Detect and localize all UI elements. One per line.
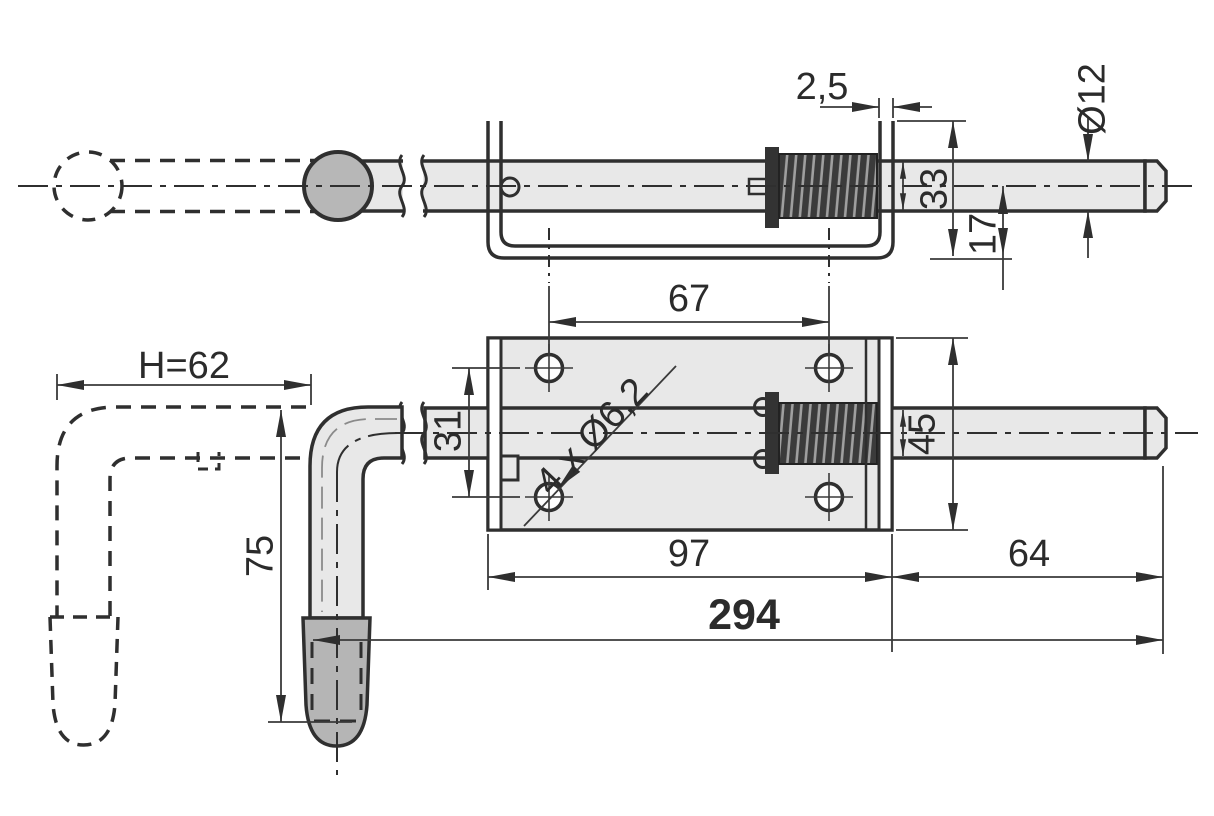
dim-overall-length-label: 294	[708, 591, 780, 639]
dim-handle-travel-label: H=62	[138, 345, 230, 387]
handle-arm	[308, 405, 404, 620]
centerlines	[18, 185, 1198, 775]
dim-hole-spacing-vertical-label: 31	[427, 410, 469, 452]
spring-washer-side	[765, 147, 779, 228]
bolt-tip-side	[1143, 159, 1168, 213]
bracket-inner-profile	[499, 121, 882, 248]
mounting-hole-bottom-left	[525, 473, 573, 521]
mounting-hole-top-right	[805, 344, 853, 392]
dim-plate-width: 97	[487, 533, 893, 652]
dim-plate-width-label: 97	[668, 533, 710, 575]
dim-hole-spacing-horizontal: 67	[548, 278, 830, 356]
dim-handle-length: 75	[239, 410, 352, 723]
dim-handle-length-label: 75	[239, 535, 281, 577]
dim-flange-thickness: 2,5	[796, 66, 932, 118]
handle-arm-highlight	[321, 418, 397, 612]
break-gap	[403, 155, 423, 217]
dim-bolt-diameter-label: Ø12	[1071, 63, 1113, 135]
dim-rod-ticks-plan	[899, 410, 907, 456]
bracket-outer-profile	[486, 121, 895, 260]
handle-retracted-dashed	[48, 405, 306, 747]
dim-bolt-extension-label: 64	[1008, 533, 1050, 575]
grip-hidden-rod	[310, 642, 363, 723]
handle	[48, 405, 404, 748]
dim-plate-height: 45	[896, 337, 968, 531]
centerline-handle-bend	[336, 432, 399, 473]
dim-centerline-to-base-label: 17	[962, 213, 1004, 255]
dim-handle-travel: H=62	[56, 345, 312, 405]
dim-bracket-height-label: 33	[913, 168, 955, 210]
dim-hole-spacing-horizontal-label: 67	[668, 278, 710, 320]
dim-bracket-height: 33	[897, 120, 1012, 260]
latch-notch	[499, 454, 520, 482]
bolt-tip-plan	[1143, 406, 1168, 460]
dim-plate-height-label: 45	[901, 413, 943, 455]
dim-overall-length: 294	[313, 591, 1163, 645]
dim-hole-spacing-vertical: 31	[427, 367, 520, 498]
mounting-hole-bottom-right	[805, 473, 853, 521]
dim-rod-ticks-side	[899, 162, 907, 210]
dim-centerline-to-base: 17	[962, 186, 1008, 290]
dim-bolt-extension: 64	[892, 466, 1164, 654]
pin-slot-dashed	[196, 452, 221, 471]
dim-flange-thickness-label: 2,5	[796, 66, 849, 108]
dim-bolt-diameter: Ø12	[1071, 63, 1113, 258]
